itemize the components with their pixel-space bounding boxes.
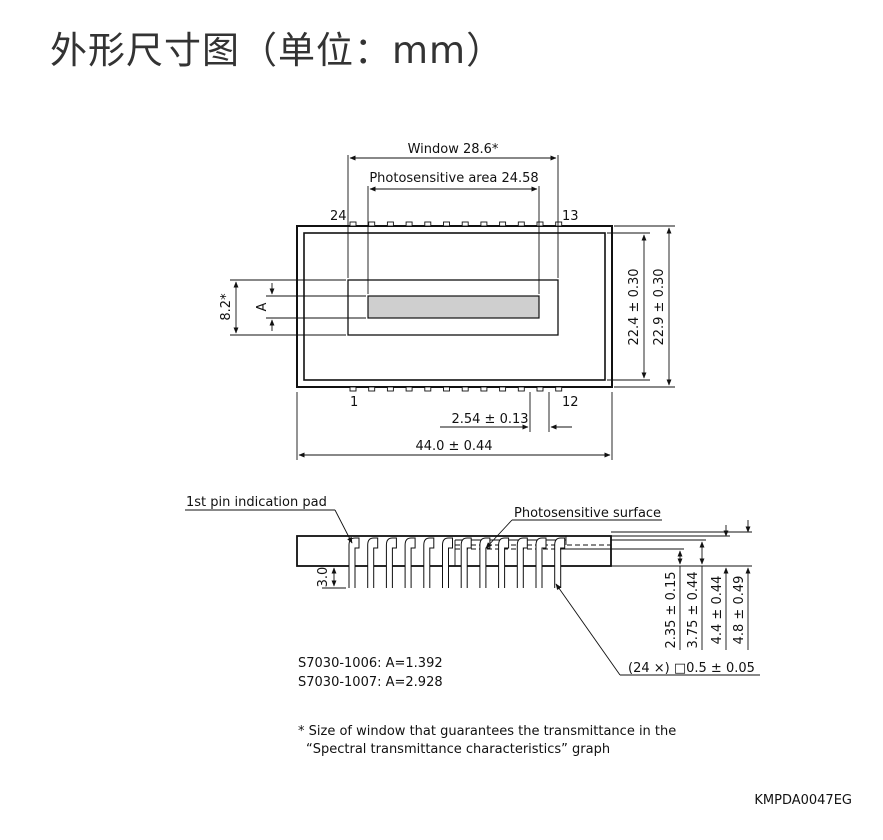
lead <box>367 537 379 588</box>
pin-stub <box>386 386 394 392</box>
footnote-line-2: “Spectral transmittance characteristics”… <box>306 742 610 757</box>
variant-1006-label: S7030-1006: A=1.392 <box>298 656 443 671</box>
dim-22-4-label: 22.4 ± 0.30 <box>627 268 642 345</box>
pin-stub <box>499 221 507 227</box>
pin-stub <box>517 221 525 227</box>
dim-2-54-label: 2.54 ± 0.13 <box>451 412 528 427</box>
lead <box>348 537 360 588</box>
pin-stub <box>499 386 507 392</box>
window-dim-label: Window 28.6* <box>408 142 499 157</box>
pins-top <box>349 221 563 227</box>
dim-3-0-label: 3.0 <box>316 567 331 588</box>
drawing-code: KMPDA0047EG <box>754 793 852 808</box>
lead <box>385 537 397 588</box>
first-pin-pad-label: 1st pin indication pad <box>186 495 327 510</box>
lead <box>460 537 472 588</box>
lead <box>404 537 416 588</box>
pin-stub <box>555 221 563 227</box>
pin-12-label: 12 <box>562 395 579 410</box>
dim-22-9-label: 22.9 ± 0.30 <box>652 268 667 345</box>
pin-1-label: 1 <box>350 395 358 410</box>
pin-stub <box>424 221 432 227</box>
window-rect <box>347 279 559 336</box>
lead <box>554 537 566 588</box>
pin-stub <box>349 386 357 392</box>
side-leads <box>348 537 566 588</box>
pin-stub <box>349 221 357 227</box>
pin-stub <box>461 221 469 227</box>
pin-stub <box>443 221 450 227</box>
pin-13-label: 13 <box>562 209 579 224</box>
footnote-line-1: * Size of window that guarantees the tra… <box>298 724 676 739</box>
pin-stub <box>443 386 450 392</box>
variant-1007-label: S7030-1007: A=2.928 <box>298 675 443 690</box>
dim-4-8-label: 4.8 ± 0.49 <box>732 576 747 645</box>
dim-2-35-label: 2.35 ± 0.15 <box>664 571 679 648</box>
photosensitive-surface-label: Photosensitive surface <box>514 506 661 521</box>
package-inner <box>303 232 606 381</box>
pin-stub <box>461 386 469 392</box>
package-outer <box>296 225 613 388</box>
lead <box>442 537 453 588</box>
pin-stub <box>424 386 432 392</box>
lead <box>516 537 528 588</box>
dim-3-75-label: 3.75 ± 0.44 <box>686 571 701 648</box>
pin-stub <box>536 386 544 392</box>
photosensitive-area-dim-label: Photosensitive area 24.58 <box>369 171 538 186</box>
top-view: Window 28.6* Photosensitive area 24.58 2… <box>219 142 675 460</box>
pin-stub <box>386 221 394 227</box>
pin-stub <box>480 386 488 392</box>
lead <box>498 537 510 588</box>
pin-24-label: 24 <box>330 209 347 224</box>
pin-stub <box>555 386 563 392</box>
pin-stub <box>405 386 413 392</box>
pin-stub <box>517 386 525 392</box>
page-title: 外形尺寸图（单位：mm） <box>50 29 505 72</box>
pins-bottom <box>349 386 563 392</box>
dim-44-label: 44.0 ± 0.44 <box>415 439 492 454</box>
lead <box>535 537 547 588</box>
pin-size-label: (24 ×) □0.5 ± 0.05 <box>628 661 755 676</box>
pin-stub <box>536 221 544 227</box>
dim-a-label: A <box>255 302 270 311</box>
dim-4-4-label: 4.4 ± 0.44 <box>710 576 725 645</box>
pin-stub <box>368 386 376 392</box>
dim-8-2-label: 8.2* <box>219 293 234 321</box>
photosensitive-area-rect <box>367 295 540 319</box>
package-side-body <box>296 535 612 567</box>
pin-stub <box>480 221 488 227</box>
lead <box>423 537 435 588</box>
side-view: 1st pin indication pad Photosensitive su… <box>185 495 760 676</box>
pin-stub <box>405 221 413 227</box>
pin-stub <box>368 221 376 227</box>
